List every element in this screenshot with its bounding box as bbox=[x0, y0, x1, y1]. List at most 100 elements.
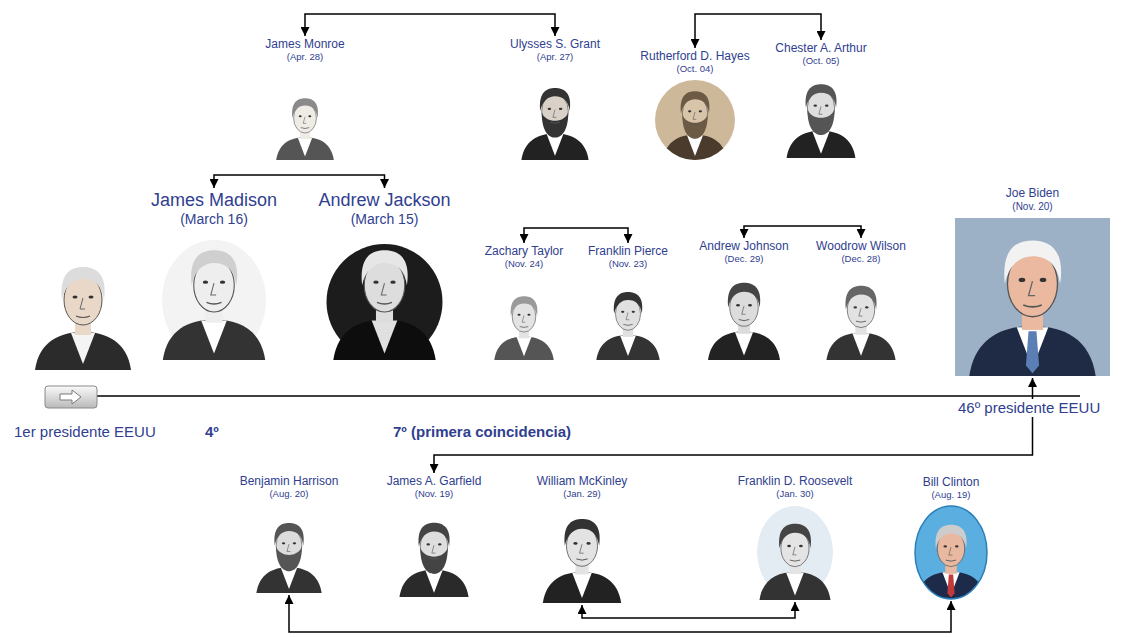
president-name: Zachary Taylor bbox=[483, 245, 566, 259]
president-name: Ulysses S. Grant bbox=[508, 38, 603, 52]
birth-date: (Nov. 20) bbox=[953, 201, 1112, 213]
president-name: Chester A. Arthur bbox=[773, 42, 869, 56]
double-arrow-connector bbox=[744, 226, 861, 238]
portrait-garfield bbox=[399, 523, 468, 597]
president-name: Franklin D. Roosevelt bbox=[736, 475, 855, 489]
portrait-space bbox=[736, 506, 855, 601]
portrait-washington bbox=[35, 267, 131, 370]
birth-date: (Nov. 24) bbox=[483, 259, 566, 270]
portrait-space bbox=[263, 69, 347, 161]
portrait-space bbox=[814, 271, 908, 361]
portrait-harrison bbox=[256, 523, 321, 593]
portrait-space bbox=[149, 233, 280, 361]
president-node: Benjamin Harrison(Aug. 20) bbox=[238, 475, 341, 593]
birth-date: (Nov. 19) bbox=[385, 489, 484, 500]
president-name: Andrew Johnson bbox=[697, 240, 791, 254]
president-node: Andrew Johnson(Dec. 29) bbox=[697, 240, 791, 360]
portrait-background bbox=[915, 506, 987, 599]
president-name: Benjamin Harrison bbox=[238, 475, 341, 489]
node-text-group: Andrew Jackson(March 15) bbox=[316, 190, 453, 227]
portrait-space bbox=[483, 276, 566, 361]
portrait-monroe bbox=[276, 98, 334, 160]
portrait-roosevelt bbox=[759, 524, 830, 600]
birth-date: (Dec. 28) bbox=[814, 254, 908, 265]
portrait-space bbox=[535, 506, 630, 604]
node-text-group: Zachary Taylor(Nov. 24) bbox=[483, 245, 566, 270]
birth-date: (Aug. 19) bbox=[913, 490, 989, 501]
node-text-group: Rutherford D. Hayes(Oct. 04) bbox=[638, 50, 752, 75]
president-name: Andrew Jackson bbox=[316, 190, 453, 211]
birth-date: (Oct. 05) bbox=[773, 56, 869, 67]
node-text-group: Joe Biden(Nov. 20) bbox=[953, 187, 1112, 212]
portrait-hayes bbox=[663, 91, 727, 160]
president-node: James Madison(March 16) bbox=[149, 190, 280, 360]
node-text-group: Franklin D. Roosevelt(Jan. 30) bbox=[736, 475, 855, 500]
birth-date: (Oct. 04) bbox=[638, 64, 752, 75]
portrait-madison bbox=[163, 250, 265, 360]
birth-date: (Jan. 30) bbox=[736, 489, 855, 500]
portrait-johnson bbox=[708, 283, 780, 360]
portrait-space bbox=[638, 81, 752, 161]
node-text-group: Andrew Johnson(Dec. 29) bbox=[697, 240, 791, 265]
portrait-background bbox=[655, 80, 735, 160]
portrait-background bbox=[955, 218, 1110, 376]
president-name: Woodrow Wilson bbox=[814, 240, 908, 254]
president-node: Joe Biden(Nov. 20) bbox=[953, 187, 1112, 376]
arrow-button bbox=[45, 386, 97, 408]
node-text-group: William McKinley(Jan. 29) bbox=[535, 475, 630, 500]
portrait-space bbox=[773, 73, 869, 159]
timeline-label: 1er presidente EEUU bbox=[12, 423, 158, 441]
president-node: Franklin Pierce(Nov. 23) bbox=[586, 245, 671, 360]
president-name: Bill Clinton bbox=[913, 476, 989, 490]
president-node: Andrew Jackson(March 15) bbox=[316, 190, 453, 360]
arrow-icon bbox=[60, 390, 81, 404]
timeline-label: 46º presidente EEUU bbox=[956, 399, 1102, 417]
birth-date: (Apr. 28) bbox=[263, 52, 347, 63]
node-text-group: James Monroe(Apr. 28) bbox=[263, 38, 347, 63]
birth-date: (Nov. 23) bbox=[586, 259, 671, 270]
birth-date: (March 15) bbox=[316, 211, 453, 227]
portrait-grant bbox=[521, 88, 588, 160]
portrait-wilson bbox=[826, 286, 895, 360]
portrait-pierce bbox=[596, 292, 659, 360]
timeline-label: 7º (primera coincidencia) bbox=[391, 423, 573, 441]
portrait-space bbox=[697, 271, 791, 361]
president-node: Zachary Taylor(Nov. 24) bbox=[483, 245, 566, 360]
node-text-group: James Madison(March 16) bbox=[149, 190, 280, 227]
president-node: Franklin D. Roosevelt(Jan. 30) bbox=[736, 475, 855, 600]
portrait-frame bbox=[915, 506, 987, 599]
portrait-background bbox=[327, 244, 443, 360]
node-text-group: Woodrow Wilson(Dec. 28) bbox=[814, 240, 908, 265]
timeline-label: 4º bbox=[203, 423, 221, 441]
node-text-group: Franklin Pierce(Nov. 23) bbox=[586, 245, 671, 270]
portrait-space bbox=[316, 233, 453, 361]
portrait-taylor bbox=[494, 296, 554, 360]
portrait-hayes-figure bbox=[663, 91, 727, 160]
portrait-space bbox=[238, 506, 341, 594]
portrait-space bbox=[385, 506, 484, 598]
node-text-group: Chester A. Arthur(Oct. 05) bbox=[773, 42, 869, 67]
double-arrow-connector bbox=[289, 595, 951, 632]
president-name: Rutherford D. Hayes bbox=[638, 50, 752, 64]
portrait-space bbox=[913, 507, 989, 600]
portrait-jackson bbox=[333, 250, 435, 360]
president-node: Ulysses S. Grant(Apr. 27) bbox=[508, 38, 603, 160]
birth-date: (Jan. 29) bbox=[535, 489, 630, 500]
double-arrow-connector bbox=[524, 228, 628, 243]
president-node: James Monroe(Apr. 28) bbox=[263, 38, 347, 160]
president-node: Bill Clinton(Aug. 19) bbox=[913, 476, 989, 599]
birth-date: (Dec. 29) bbox=[697, 254, 791, 265]
president-node: Chester A. Arthur(Oct. 05) bbox=[773, 42, 869, 158]
birth-date: (Apr. 27) bbox=[508, 52, 603, 63]
double-arrow-connector bbox=[582, 602, 795, 618]
president-node: James A. Garfield(Nov. 19) bbox=[385, 475, 484, 597]
node-text-group: Ulysses S. Grant(Apr. 27) bbox=[508, 38, 603, 63]
president-name: William McKinley bbox=[535, 475, 630, 489]
portrait-space bbox=[953, 219, 1112, 377]
node-text-group: James A. Garfield(Nov. 19) bbox=[385, 475, 484, 500]
president-node: Woodrow Wilson(Dec. 28) bbox=[814, 240, 908, 360]
portrait-background bbox=[162, 240, 266, 360]
